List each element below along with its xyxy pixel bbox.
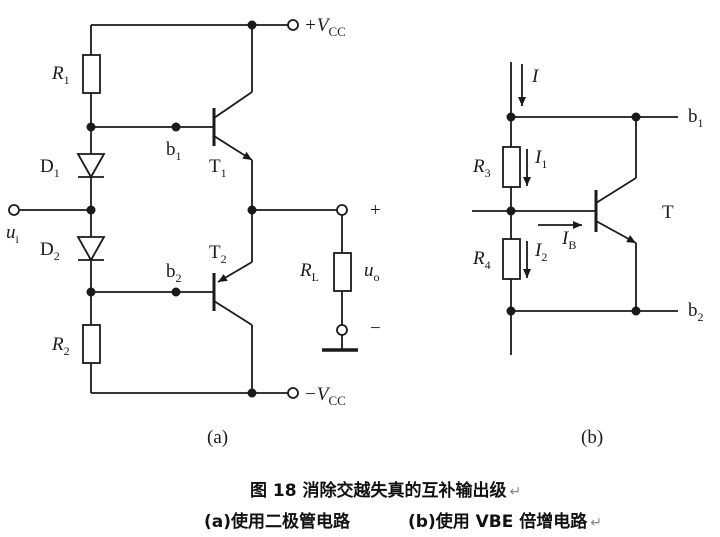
diode-d2	[76, 236, 106, 262]
label-r3: R3	[472, 156, 491, 180]
junction-dot	[247, 205, 257, 215]
resistor-r2	[82, 324, 101, 364]
caption-subtitle-a: (a)使用二极管电路	[204, 511, 351, 532]
junction-dot	[247, 20, 257, 30]
resistor-rl	[333, 252, 352, 292]
junction-dot	[86, 122, 96, 132]
label-t1: T1	[209, 156, 227, 180]
label-d1: D1	[40, 156, 60, 180]
vcc-neg-terminal	[287, 387, 299, 399]
transistor-t1-emitter	[213, 135, 253, 161]
junction-dot	[86, 205, 96, 215]
label-circuit-b: (b)	[581, 427, 603, 448]
junction-dot	[171, 287, 181, 297]
junction-dot	[506, 306, 516, 316]
caption-title: 图 18 消除交越失真的互补输出级↵	[250, 480, 521, 501]
label-d2: D2	[40, 239, 60, 263]
label-ib: IB	[561, 228, 576, 252]
junction-dot	[631, 112, 641, 122]
caption-subtitle-b: (b)使用 VBE 倍增电路↵	[408, 511, 602, 532]
figure-caption: 图 18 消除交越失真的互补输出级↵ (a)使用二极管电路 (b)使用 VBE …	[204, 480, 602, 532]
resistor-r4	[502, 238, 521, 280]
label-b-b2: b2	[688, 300, 704, 324]
label-r1: R1	[51, 63, 70, 87]
label-r4: R4	[472, 248, 491, 272]
label-t: T	[662, 202, 674, 223]
label-i1: I1	[534, 147, 547, 171]
junction-dot	[171, 122, 181, 132]
labels-a: +VCC −VCC R1 R2 D1 D2 b1 b2 T1 T2 RL ui …	[6, 15, 381, 448]
junctions-b	[506, 112, 641, 316]
label-plus: +	[370, 200, 381, 221]
transistor-t2-emitter	[217, 261, 253, 283]
transistor-t1-collector	[213, 91, 253, 119]
label-i2: I2	[534, 240, 547, 264]
label-ui: ui	[6, 222, 20, 246]
label-vcc-pos: +VCC	[304, 15, 346, 39]
labels-b: I I1 I2 IB R3 R4 b1 b2 T (b)	[472, 66, 704, 448]
label-minus: −	[370, 318, 381, 339]
label-r2: R2	[51, 334, 70, 358]
output-terminal	[336, 204, 348, 216]
transistor-t2-collector	[213, 300, 253, 326]
junction-dot	[247, 388, 257, 398]
input-terminal	[8, 204, 20, 216]
junction-dot	[506, 206, 516, 216]
vcc-pos-terminal	[287, 19, 299, 31]
resistor-r1	[82, 54, 101, 94]
label-b2: b2	[166, 261, 182, 285]
circuit-b	[472, 62, 678, 355]
label-i: I	[531, 66, 540, 87]
label-rl: RL	[299, 260, 319, 284]
diode-d1	[76, 153, 106, 179]
label-vcc-neg: −VCC	[304, 384, 346, 408]
label-b1: b1	[166, 139, 182, 163]
label-circuit-a: (a)	[207, 427, 228, 448]
label-t2: T2	[209, 242, 227, 266]
transistor-t-emitter	[595, 220, 637, 244]
ground-terminal	[336, 324, 348, 336]
label-uo: uo	[364, 260, 380, 284]
resistor-r3	[502, 146, 521, 188]
label-b-b1: b1	[688, 106, 704, 130]
junction-dot	[86, 287, 96, 297]
junctions-a	[86, 20, 257, 398]
junction-dot	[631, 306, 641, 316]
transistor-t-collector	[595, 177, 637, 204]
junction-dot	[506, 112, 516, 122]
